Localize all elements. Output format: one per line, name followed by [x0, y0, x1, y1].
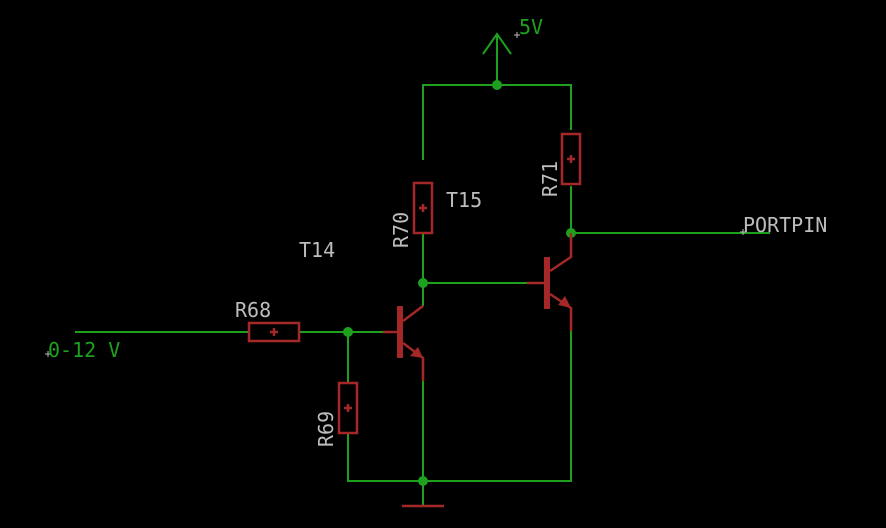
origin-markers — [45, 32, 746, 357]
junction-t15-base — [418, 278, 428, 288]
input-label: 0-12 V — [48, 338, 120, 362]
output-label: PORTPIN — [743, 213, 827, 237]
supply-rail-wire — [422, 84, 572, 160]
junction-t14-base — [343, 327, 353, 337]
resistor-r70 — [412, 181, 434, 235]
t14-label: T14 — [299, 238, 335, 262]
r69-bottom-wire — [347, 434, 423, 482]
supply-arrow-icon — [482, 32, 512, 55]
wires — [75, 50, 770, 505]
resistor-r68 — [247, 321, 301, 343]
supply-label: 5V — [519, 15, 543, 39]
r69-label: R69 — [314, 411, 338, 447]
t15-emitter-wire — [423, 331, 572, 482]
r68-label: R68 — [235, 298, 271, 322]
transistor-t15 — [527, 233, 573, 331]
resistor-r71 — [560, 132, 582, 186]
transistor-t14 — [383, 305, 425, 381]
r71-label: R71 — [538, 161, 562, 197]
junction-ground — [418, 476, 428, 486]
r70-label: R70 — [389, 212, 413, 248]
resistor-r69 — [337, 381, 359, 435]
junction-supply — [492, 80, 502, 90]
t15-label: T15 — [446, 188, 482, 212]
junctions — [343, 80, 576, 486]
